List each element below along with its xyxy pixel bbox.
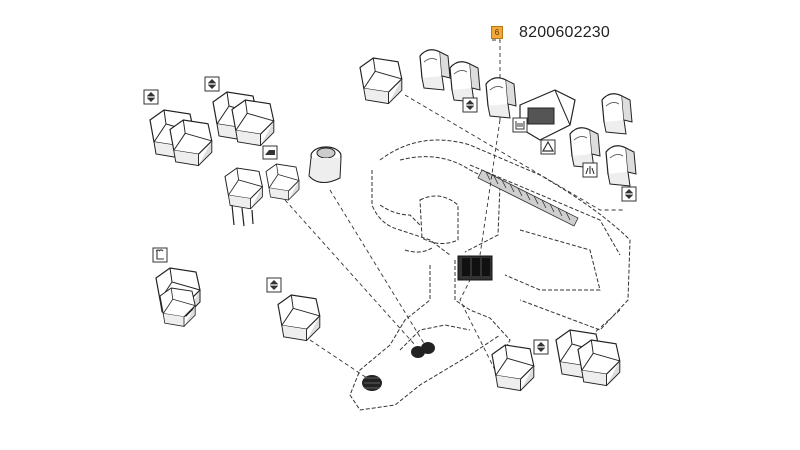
switch-double-topleft [212,91,275,147]
window-updown-icon [204,76,220,92]
switch-double-right [555,329,621,387]
rear-defrost-icon [512,117,528,133]
switch-bracket [224,167,263,227]
switch-mirror [265,163,300,201]
part-callout-badge: 6 [491,26,503,39]
switch-top-single [359,57,403,105]
window-updown-icon [533,339,549,355]
leader-lines [284,39,625,381]
window-updown-icon [462,97,478,113]
lamp-icon [262,145,278,160]
switch-double-left [149,109,213,167]
window-updown-icon [266,277,282,293]
switch-window-console [277,294,321,342]
switch-round-knob [308,146,342,183]
part-number-label: 8200602230 [519,24,610,41]
switch-ignition-block [519,89,576,141]
dashboard-vent [477,169,579,227]
dash-switch-cluster [457,255,493,281]
switch-window-right [491,344,535,392]
switch-rockers-right [569,93,637,187]
hazard-triangle-icon [540,139,556,155]
console-switches [362,342,435,391]
window-updown-icon [143,89,159,105]
window-updown-icon [621,186,637,202]
switch-seat-heater [155,267,201,327]
sunroof-icon [582,162,598,178]
seat-heater-icon [152,247,168,263]
